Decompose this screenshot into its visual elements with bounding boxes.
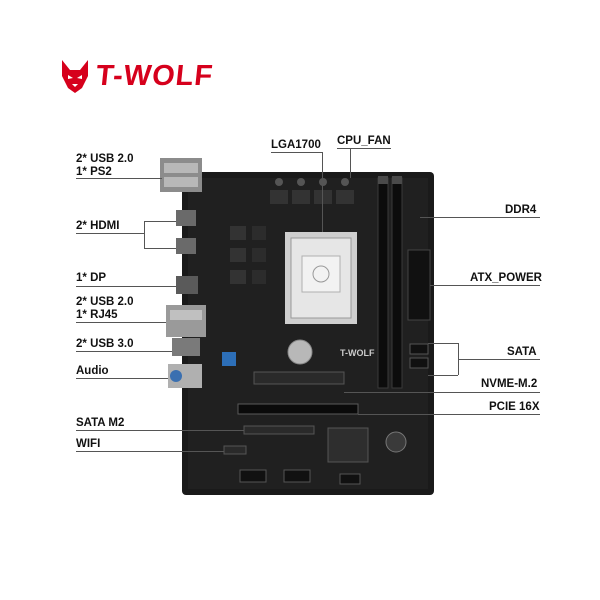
vrm-chokes-top (270, 178, 354, 204)
label-usb20-rj45-a: 2* USB 2.0 (76, 296, 134, 308)
leader-sata-bracket (458, 343, 459, 375)
leader-lga1700-v (322, 152, 323, 232)
leader-hdmi (76, 233, 144, 234)
chipset-heatsink (327, 427, 369, 463)
nvme-slot (253, 371, 345, 385)
sata-ports (409, 343, 429, 369)
wifi-slot (223, 445, 247, 455)
label-usb20-ps2-a: 2* USB 2.0 (76, 153, 134, 165)
wolf-head-icon (62, 60, 88, 93)
leader-audio (76, 378, 168, 379)
ddr4-slots (377, 176, 403, 389)
label-hdmi: 2* HDMI (76, 220, 120, 232)
brand-logo: T-WOLF (58, 58, 215, 94)
audio-codec (222, 352, 236, 366)
cpu-socket (285, 232, 357, 324)
leader-cpu-fan-v (350, 148, 351, 178)
leader-pcie-16x (358, 414, 540, 415)
label-wifi: WIFI (76, 438, 101, 450)
label-lga1700: LGA1700 (271, 139, 321, 151)
leader-sata-top (428, 343, 458, 344)
label-dp: 1* DP (76, 272, 107, 284)
leader-sata (458, 359, 540, 360)
leader-lga1700-h (271, 152, 323, 153)
vrm-chokes-left (230, 226, 266, 284)
leader-wifi (76, 451, 224, 452)
label-usb20-rj45-b: 1* RJ45 (76, 309, 118, 321)
leader-cpu-fan-h (337, 148, 391, 149)
bottom-headers (239, 469, 361, 485)
label-usb20-ps2-b: 1* PS2 (76, 166, 112, 178)
label-audio: Audio (76, 365, 109, 377)
leader-hdmi-bracket (144, 221, 145, 248)
leader-sata-bottom (428, 375, 458, 376)
cmos-battery (287, 339, 313, 365)
label-ddr4: DDR4 (505, 204, 537, 216)
leader-hdmi-bottom (144, 248, 176, 249)
leader-atx-power (430, 285, 540, 286)
leader-usb20-ps2 (76, 178, 162, 179)
pcie-16x-slot (237, 403, 359, 415)
leader-ddr4 (420, 217, 540, 218)
leader-nvme-m2 (344, 392, 540, 393)
label-atx-power: ATX_POWER (470, 272, 542, 284)
sata-m2-slot (243, 425, 315, 435)
leader-hdmi-top (144, 221, 176, 222)
atx-power-connector (407, 249, 431, 321)
leader-dp (76, 286, 176, 287)
label-usb30: 2* USB 3.0 (76, 338, 134, 350)
label-sata: SATA (507, 346, 537, 358)
leader-sata-m2 (76, 430, 244, 431)
io-ports (160, 158, 206, 388)
label-pcie-16x: PCIE 16X (489, 401, 540, 413)
label-cpu-fan: CPU_FAN (337, 135, 391, 147)
leader-usb30 (76, 351, 172, 352)
label-nvme-m2: NVME-M.2 (481, 378, 538, 390)
leader-usb20-rj45 (76, 322, 166, 323)
board-silkscreen: T-WOLF (340, 348, 375, 358)
label-sata-m2: SATA M2 (76, 417, 125, 429)
